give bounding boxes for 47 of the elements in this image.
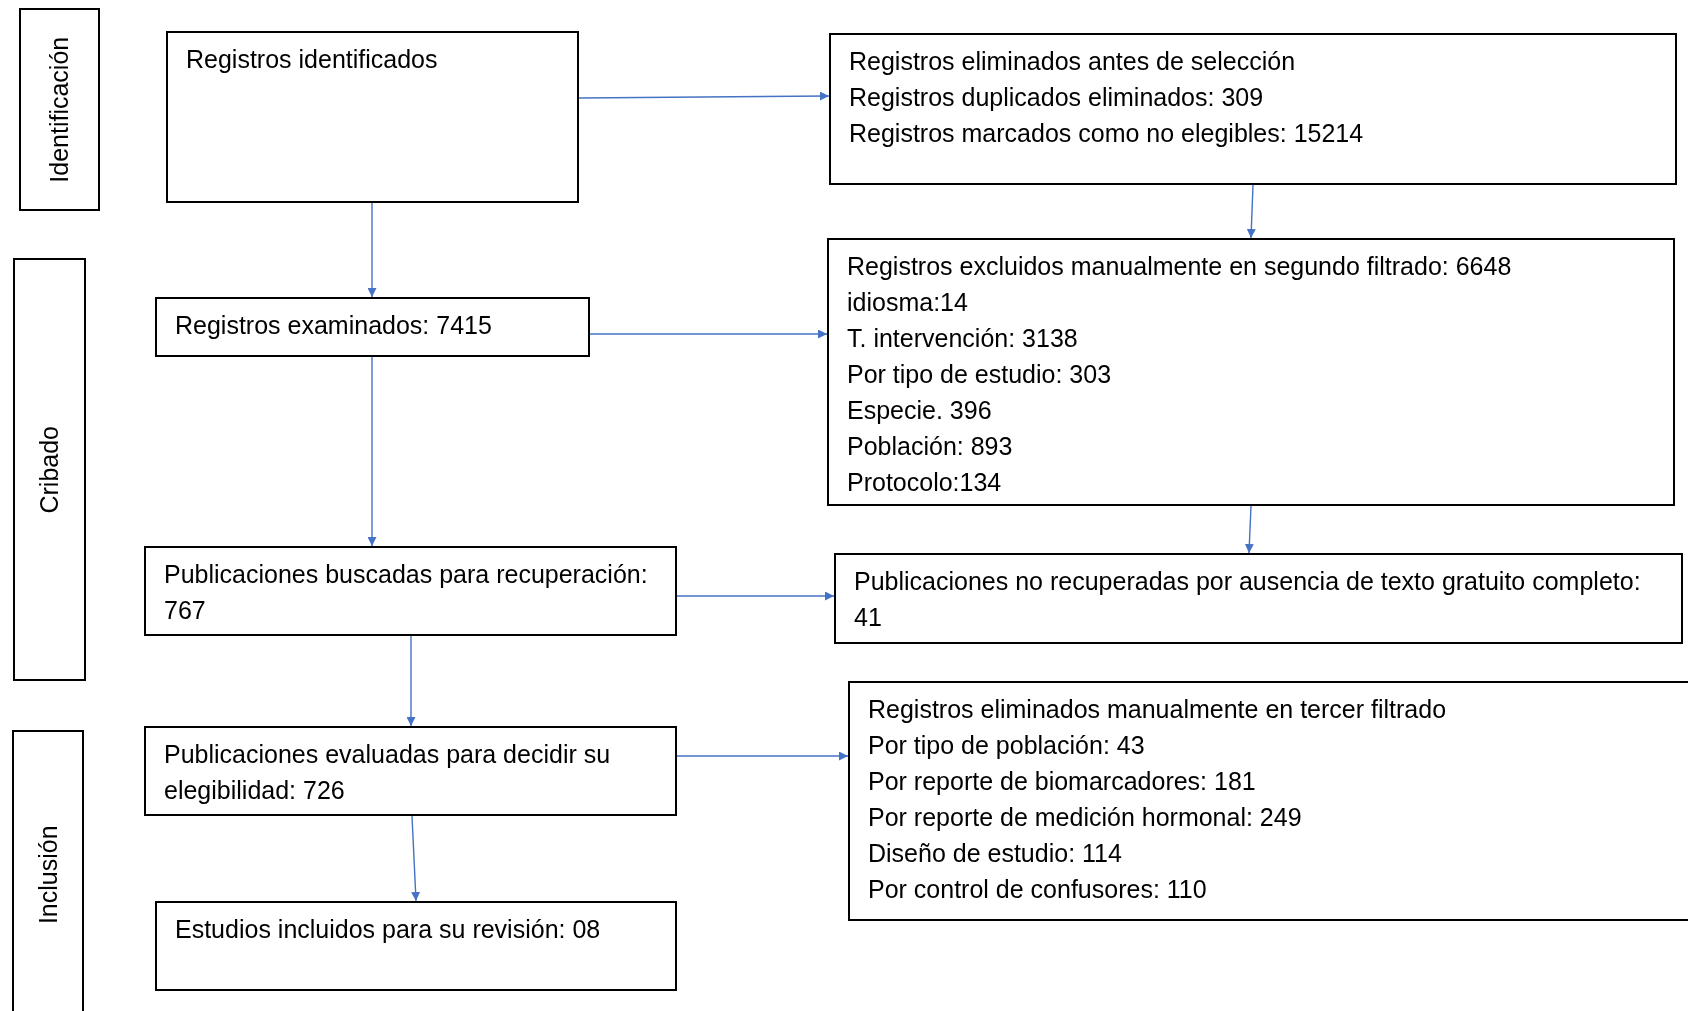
stage-label: Inclusión — [32, 825, 63, 925]
box-text: Por tipo de estudio: 303 — [847, 359, 1113, 390]
process-box — [848, 681, 1688, 921]
process-box — [144, 546, 677, 636]
box-text: Registros identificados — [186, 44, 439, 75]
box-text: Especie. 396 — [847, 395, 993, 426]
arrow — [1246, 184, 1256, 239]
process-box — [829, 33, 1677, 185]
box-text: Publicaciones no recuperadas por ausencia de texto gratuito completo: 41 — [854, 566, 1642, 633]
box-text: Registros examinados: 7415 — [175, 310, 493, 341]
stage-band — [13, 258, 86, 681]
box-text: T. intervención: 3138 — [847, 323, 1079, 354]
stage-band — [19, 8, 100, 211]
stage-band — [12, 730, 84, 1011]
process-box — [166, 31, 579, 203]
arrow — [411, 815, 421, 902]
box-text: Registros eliminados antes de selección — [849, 46, 1297, 77]
box-text: Publicaciones buscadas para recuperación: 767 — [164, 559, 649, 626]
process-box — [827, 238, 1675, 506]
arrow — [578, 91, 830, 101]
box-text: Por control de confusores: 110 — [868, 874, 1208, 905]
arrow — [1244, 505, 1254, 554]
box-text: Estudios incluidos para su revisión: 08 — [175, 914, 602, 945]
box-text: Población: 893 — [847, 431, 1014, 462]
box-text: Registros marcados como no elegibles: 15214 — [849, 118, 1365, 149]
box-text: Por reporte de biomarcadores: 181 — [868, 766, 1257, 797]
arrow — [589, 329, 828, 339]
stage-label: Identificación — [43, 36, 74, 183]
box-text: Registros eliminados manualmente en tercer filtrado — [868, 694, 1448, 725]
process-box — [155, 901, 677, 991]
stage-label: Cribado — [33, 425, 64, 514]
box-text: Registros duplicados eliminados: 309 — [849, 82, 1265, 113]
box-text: Protocolo:134 — [847, 467, 1003, 498]
box-text: Registros excluidos manualmente en segundo filtrado: 6648 — [847, 251, 1513, 282]
box-text: idiosma:14 — [847, 287, 969, 318]
box-text: Publicaciones evaluadas para decidir su elegibilidad: 726 — [164, 739, 612, 806]
box-text: Por tipo de población: 43 — [868, 730, 1146, 761]
arrow — [676, 591, 835, 601]
arrow — [367, 202, 377, 298]
process-box — [155, 297, 590, 357]
box-text: Por reporte de medición hormonal: 249 — [868, 802, 1303, 833]
process-box — [834, 553, 1683, 644]
box-text: Diseño de estudio: 114 — [868, 838, 1123, 869]
process-box — [144, 726, 677, 816]
arrow — [406, 635, 416, 727]
arrow — [676, 751, 849, 761]
arrow — [367, 356, 377, 547]
